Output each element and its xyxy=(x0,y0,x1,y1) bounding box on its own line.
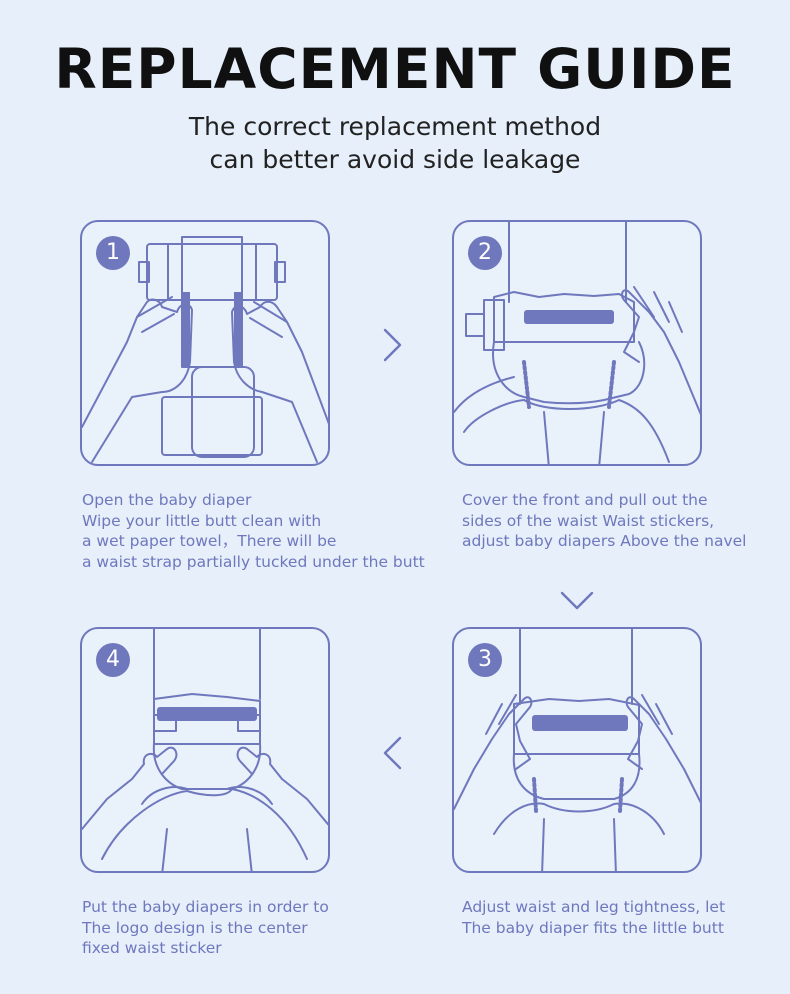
subtitle-line: The correct replacement method xyxy=(188,112,602,141)
step-2-panel: 2 xyxy=(452,220,702,466)
caption-line: Adjust waist and leg tightness, let xyxy=(462,898,726,916)
step-4-panel: 4 xyxy=(80,627,330,873)
caption-line: The logo design is the center xyxy=(82,918,308,937)
step-2-caption: Cover the front and pull out the sides o… xyxy=(462,490,746,552)
step-2-illustration xyxy=(454,222,700,464)
caption-line: a waist strap partially tucked under the… xyxy=(82,552,425,571)
step-3-badge: 3 xyxy=(468,643,502,677)
step-4-illustration xyxy=(82,629,328,871)
caption-line: Wipe your little butt clean with xyxy=(82,511,322,530)
caption-line: fixed waist sticker xyxy=(82,939,222,958)
caption-line: Cover the front and pull out the xyxy=(462,491,708,509)
step-2-badge: 2 xyxy=(468,236,502,270)
caption-line: Put the baby diapers in order to xyxy=(82,898,329,916)
step-3-caption: Adjust waist and leg tightness, let The … xyxy=(462,897,725,938)
step-4-badge: 4 xyxy=(96,643,130,677)
subtitle-line: can better avoid side leakage xyxy=(209,145,581,174)
page-title: REPLACEMENT GUIDE xyxy=(54,37,736,101)
step-1-badge: 1 xyxy=(96,236,130,270)
chevron-down-icon xyxy=(560,591,594,610)
caption-line: a wet paper towel，There will be xyxy=(82,532,337,551)
caption-line: sides of the waist Waist stickers, xyxy=(462,511,715,530)
step-4-caption: Put the baby diapers in order to The log… xyxy=(82,897,329,959)
page-subtitle: The correct replacement method can bette… xyxy=(0,110,790,176)
step-1-illustration xyxy=(82,236,328,463)
step-1-panel: 1 xyxy=(80,220,330,466)
caption-line: adjust baby diapers Above the navel xyxy=(462,532,747,551)
step-3-panel: 3 xyxy=(452,627,702,873)
caption-line: Open the baby diaper xyxy=(82,491,252,509)
step-3-illustration xyxy=(454,629,700,871)
chevron-right-icon xyxy=(383,328,402,362)
caption-line: The baby diaper fits the little butt xyxy=(462,918,724,937)
chevron-left-icon xyxy=(383,736,402,770)
step-1-caption: Open the baby diaper Wipe your little bu… xyxy=(82,490,425,572)
